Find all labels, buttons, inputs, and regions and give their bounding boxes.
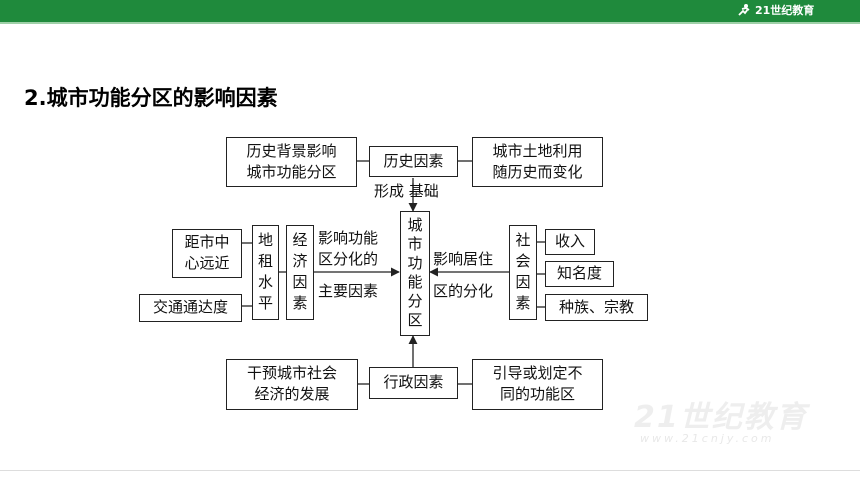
center-box: 城 市 功 能 分 区 [400,211,430,336]
history-right-line-1: 城市土地利用 [492,142,583,160]
footer-rule [0,470,860,471]
economy-char: 因 [292,273,308,291]
center-char: 城 [407,216,423,234]
center-char: 市 [407,235,423,253]
admin-left-line-1: 干预城市社会 [246,364,337,382]
center-char: 分 [407,292,423,310]
income-box: 收入 [545,229,595,255]
economy-char: 经 [292,231,308,249]
economy-edge-label-3: 主要因素 [318,282,379,300]
history-factor-box: 历史因素 [369,146,458,177]
center-char: 功 [407,254,423,272]
watermark: 21世纪教育 [634,400,808,435]
history-edge-label: 形成 基础 [374,182,439,200]
runner-logo-icon [738,4,750,16]
social-edge-label-2: 区的分化 [433,282,494,300]
religion-label: 种族、宗教 [558,298,634,316]
economy-edge-label-1: 影响功能 [318,229,379,247]
admin-right-line-2: 同的功能区 [499,385,575,403]
watermark-url: www.21cnjy.com [640,432,775,445]
center-char: 能 [407,273,423,291]
economy-char: 素 [292,294,308,312]
history-factor-label: 历史因素 [383,152,444,170]
center-char: 区 [407,311,423,329]
history-left-box: 历史背景影响 城市功能分区 [226,137,357,187]
fame-box: 知名度 [545,261,614,287]
rent-char: 地 [257,231,273,249]
admin-left-line-2: 经济的发展 [254,385,330,403]
admin-left-box: 干预城市社会 经济的发展 [226,359,358,410]
rent-char: 平 [257,294,273,312]
distance-box: 距市中 心远近 [172,229,242,278]
distance-line-2: 心远近 [184,254,230,272]
history-left-line-1: 历史背景影响 [246,142,337,160]
social-factor-box: 社 会 因 素 [509,225,537,320]
rent-char: 租 [257,252,273,270]
history-right-line-2: 随历史而变化 [492,163,583,181]
admin-right-line-1: 引导或划定不 [492,364,583,382]
section-title: 2.城市功能分区的影响因素 [24,86,278,110]
fame-label: 知名度 [556,264,602,282]
economy-factor-box: 经 济 因 素 [286,225,314,320]
logo: 21世纪教育 [736,3,814,19]
history-right-box: 城市土地利用 随历史而变化 [472,137,603,187]
income-label: 收入 [554,232,585,250]
admin-factor-label: 行政因素 [383,373,444,391]
distance-line-1: 距市中 [184,233,230,251]
logo-text: 21世纪教育 [755,4,815,17]
religion-box: 种族、宗教 [545,294,648,321]
admin-right-box: 引导或划定不 同的功能区 [472,359,603,410]
traffic-label: 交通通达度 [152,298,228,316]
rent-char: 水 [257,273,273,291]
header-stripe [0,22,860,24]
header-bar: 21世纪教育 [0,0,860,22]
social-char: 因 [515,273,531,291]
economy-edge-label-2: 区分化的 [318,250,379,268]
traffic-box: 交通通达度 [139,294,242,322]
history-left-line-2: 城市功能分区 [246,163,337,181]
social-char: 素 [515,294,531,312]
social-char: 会 [515,252,531,270]
rent-box: 地 租 水 平 [252,225,279,320]
economy-char: 济 [292,252,308,270]
social-edge-label-1: 影响居住 [433,250,494,268]
social-char: 社 [515,231,531,249]
admin-factor-box: 行政因素 [369,367,458,399]
